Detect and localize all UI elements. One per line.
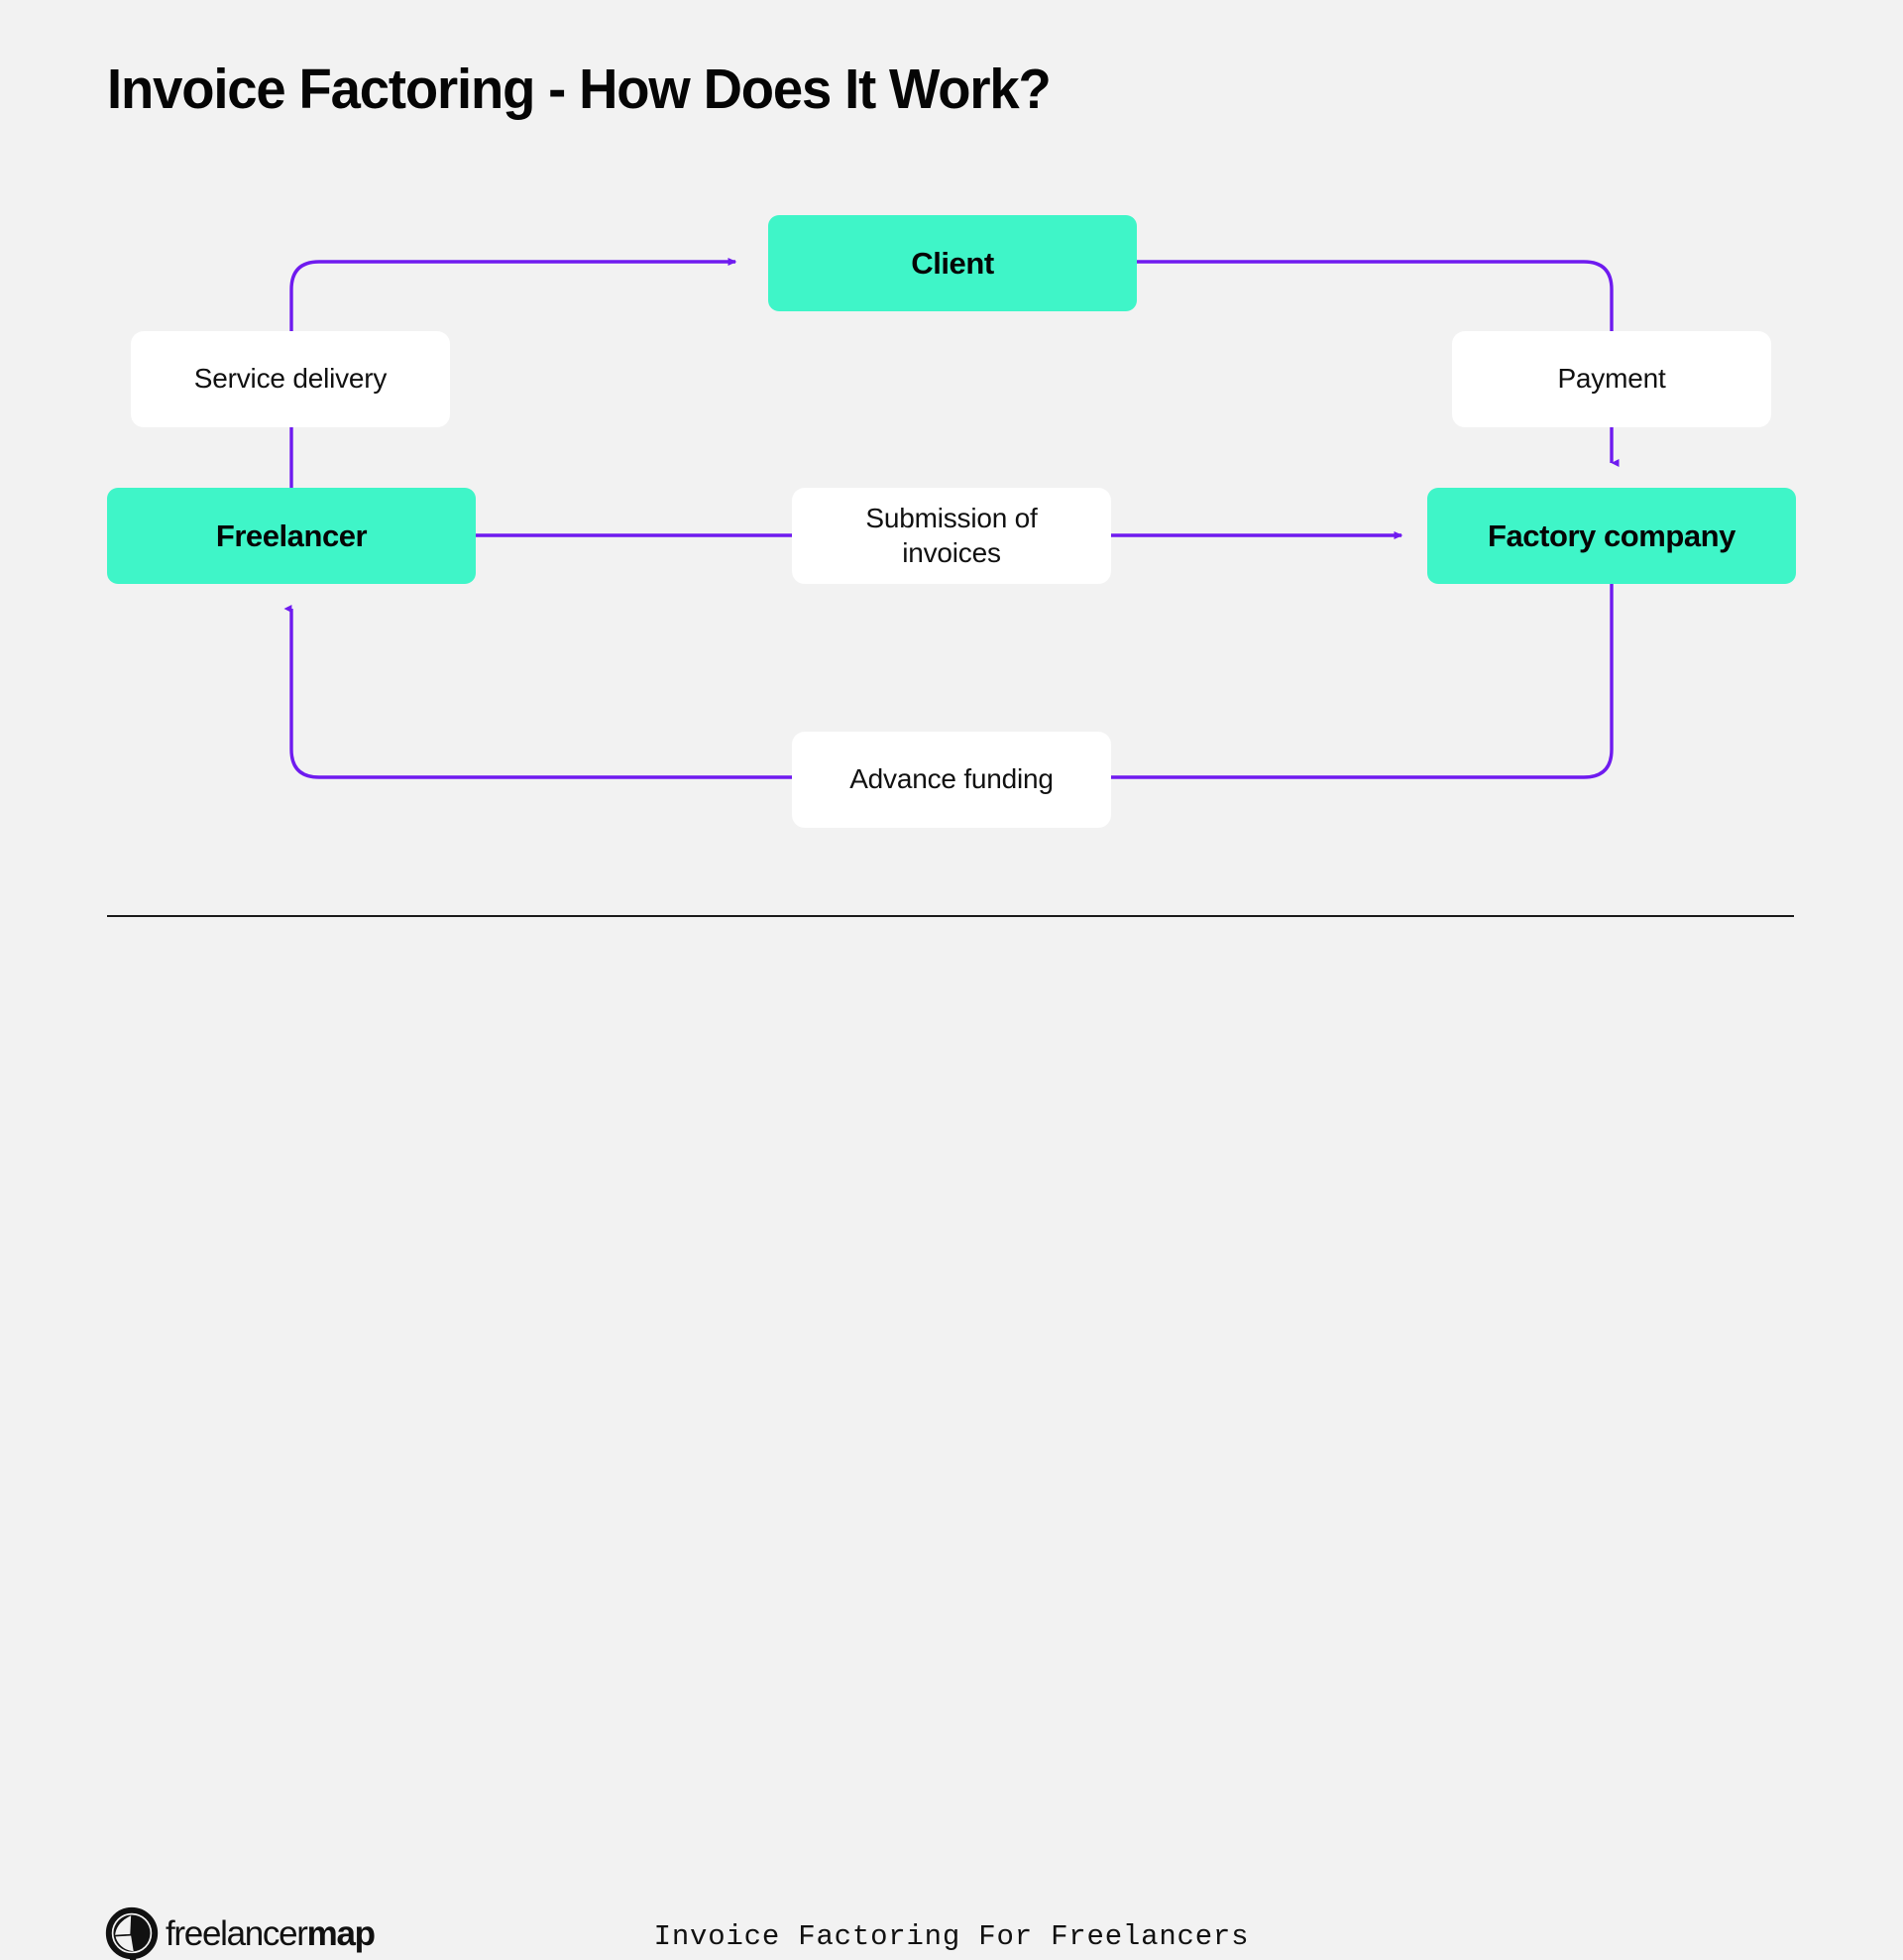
page-title: Invoice Factoring - How Does It Work? [107,58,1052,121]
edge-label-submission-line-1: Submission of [865,503,1038,534]
edge-label-submission-of-invoices-text: Submission of invoices [865,502,1037,569]
edge-label-advance-funding-text: Advance funding [849,763,1054,795]
edge-label-submission-line-2: invoices [902,536,1001,568]
entity-client-label: Client [911,245,994,281]
entity-freelancer-label: Freelancer [215,518,368,553]
edge-label-service-delivery-text: Service delivery [193,363,388,395]
edge-label-service-delivery: Service delivery [131,331,450,427]
entity-factory-company[interactable]: Factory company [1427,488,1796,584]
footer-divider [107,915,1794,917]
flow-diagram: Client Freelancer Factory company Servic… [0,0,1903,912]
entity-factory-company-label: Factory company [1488,518,1735,553]
edge-label-submission-of-invoices: Submission of invoices [792,488,1111,584]
footer-caption: Invoice Factoring For Freelancers [653,1920,1250,1953]
edge-label-payment: Payment [1452,331,1771,427]
edge-label-advance-funding: Advance funding [792,732,1111,828]
entity-client[interactable]: Client [768,215,1137,311]
edge-label-payment-text: Payment [1557,363,1666,395]
entity-freelancer[interactable]: Freelancer [107,488,476,584]
